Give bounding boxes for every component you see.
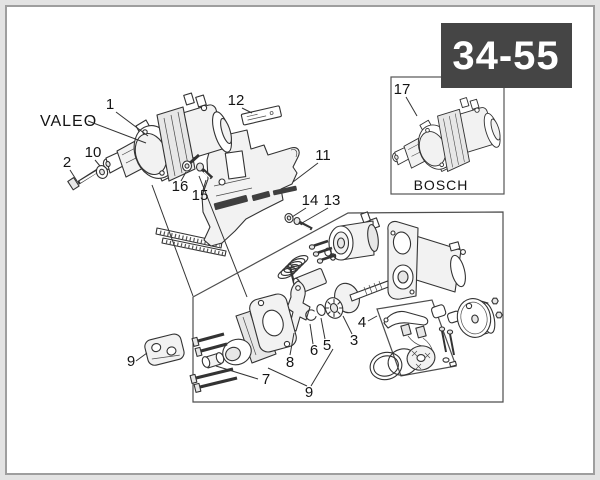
brush-plate-rings-drawing [369, 345, 436, 381]
callout-3: 3 [350, 332, 358, 349]
callout-7: 7 [262, 371, 270, 388]
callout-14: 14 [302, 192, 319, 209]
callout-2: 2 [63, 154, 71, 171]
callout-9-bottom: 9 [305, 384, 313, 401]
page-code-badge: 34-55 [441, 23, 572, 88]
sticker-12-drawing [240, 105, 282, 126]
callout-4: 4 [358, 314, 366, 331]
end-cap-drawing [456, 297, 503, 338]
page-code: 34-55 [452, 34, 559, 78]
callout-17-leader [405, 96, 418, 117]
callout-6: 6 [310, 342, 318, 359]
callout-10: 10 [85, 144, 102, 161]
valeo-leader [87, 120, 147, 144]
callout-17: 17 [394, 81, 411, 98]
rubber-mount-9-drawing [144, 333, 185, 366]
explosion-leader-lines [151, 175, 248, 298]
screw-15-drawing [195, 162, 214, 180]
circlip-6-drawing [305, 309, 317, 321]
mounting-bolts-drawing [189, 332, 238, 393]
motor-bracket-assembly-drawing [387, 220, 466, 300]
callout-15: 15 [192, 187, 209, 204]
engagement-fork-drawing [286, 280, 311, 332]
valeo-label: VALEO [40, 113, 97, 130]
exploded-view-box [192, 211, 504, 403]
callout-1: 1 [106, 96, 114, 113]
solenoid-screws-drawing [308, 239, 337, 264]
rubber-bushing-drawing [201, 352, 225, 369]
callout-layer: VALEO 1 2 10 16 15 12 11 14 13 9 7 8 6 5… [40, 92, 378, 401]
callout-13: 13 [324, 192, 341, 209]
screw-16-drawing [181, 153, 200, 172]
screw-14-13-drawing [284, 213, 313, 231]
callout-9-left: 9 [127, 353, 135, 370]
bosch-inset: 17 BOSCH [390, 76, 505, 195]
callout-5: 5 [323, 337, 331, 354]
terminal-screws-drawing [438, 326, 457, 368]
washer-5-drawing [316, 304, 326, 316]
drive-housing-7-drawing [222, 293, 297, 366]
callout-12: 12 [228, 92, 245, 109]
callout-16: 16 [172, 178, 189, 195]
callout-11: 11 [315, 147, 331, 164]
brush-strap-drawing [383, 310, 434, 355]
bosch-caption: BOSCH [414, 177, 469, 193]
callout-8: 8 [286, 354, 294, 371]
cover-bracket-11-drawing [155, 129, 300, 257]
solenoid-drawing [324, 211, 381, 261]
pinion-clutch-drawing [324, 282, 360, 319]
